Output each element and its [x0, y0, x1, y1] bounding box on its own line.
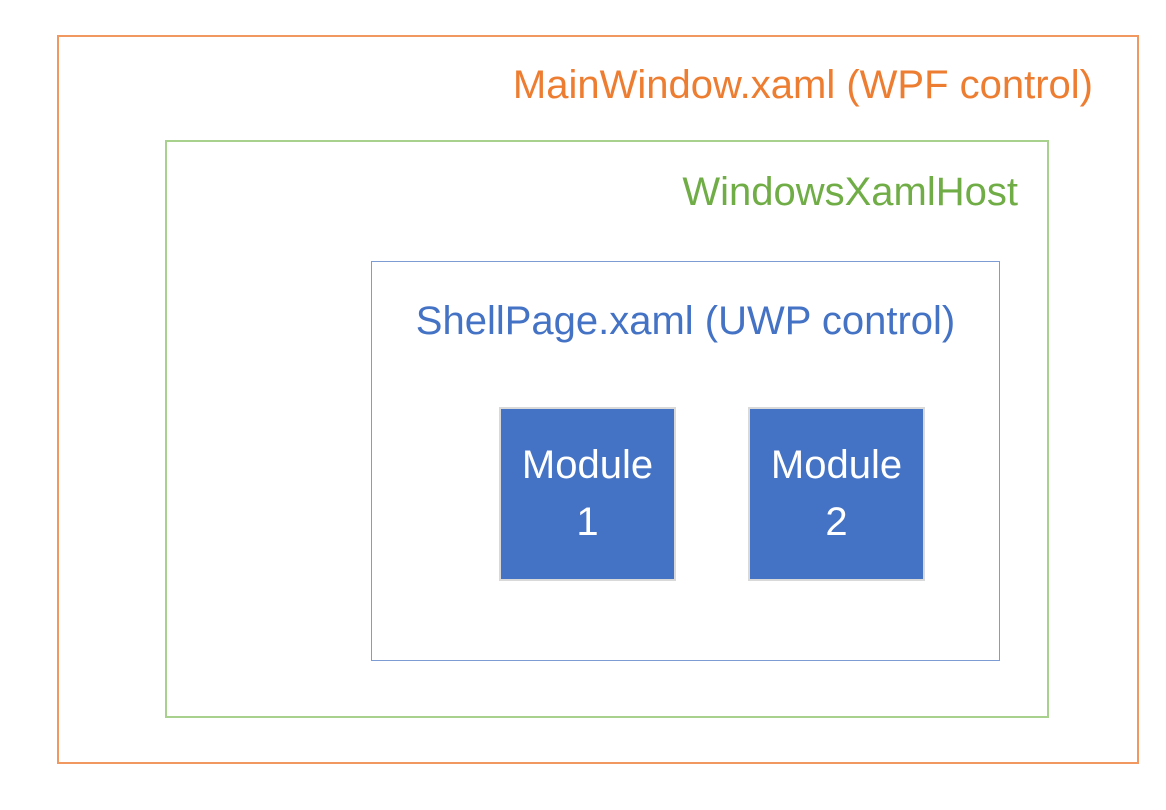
module-1-box: Module 1 [499, 407, 676, 581]
module-1-label: Module 1 [522, 437, 653, 551]
mainwindow-label: MainWindow.xaml (WPF control) [512, 63, 1093, 107]
module-2-label-line2: 2 [825, 500, 848, 544]
windowsxamlhost-label: WindowsXamlHost [682, 170, 1018, 214]
module-2-box: Module 2 [748, 407, 925, 581]
module-2-label-line1: Module [770, 443, 903, 487]
mainwindow-box [57, 35, 1139, 764]
shellpage-label: ShellPage.xaml (UWP control) [415, 299, 956, 343]
module-1-label-line2: 1 [576, 500, 599, 544]
windowsxamlhost-box [165, 140, 1049, 718]
module-2-label: Module 2 [771, 437, 902, 551]
shellpage-box [371, 261, 1000, 661]
module-1-label-line1: Module [521, 443, 654, 487]
